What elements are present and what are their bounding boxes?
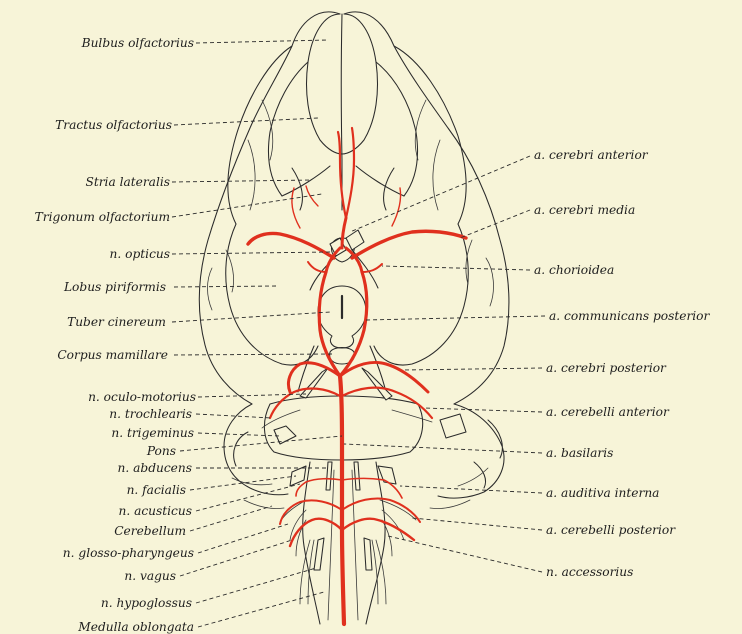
label-a-auditiva-interna: a. auditiva interna [546,486,659,500]
label-n-accessorius: n. accessorius [546,565,633,579]
anterior-cerebral-right-branch [346,128,354,218]
label-n-acusticus: n. acusticus [118,504,192,518]
label-a-cerebri-anterior: a. cerebri anterior [534,148,649,162]
left-hypoglossal-nerve [314,538,324,570]
left-olfactory-bulb [307,14,343,154]
leader-a-cerebelli-anterior [424,408,542,412]
right-hemisphere-outline [344,12,509,404]
leader-bulbus-olfactorius [196,40,328,43]
leader-pons [180,436,342,451]
leader-corpus-mamillare [174,354,332,355]
right-olfactory-tract [376,62,418,196]
left-accessory-nerve [300,540,314,604]
right-oculomotor-nerve [362,368,392,400]
right-abducens-nerve [354,462,360,490]
leader-a-cerebri-posterior [404,368,542,370]
right-frontal-lobe [394,46,466,224]
right-choroidal [362,264,382,272]
leader-a-cerebri-media [460,210,530,238]
leader-n-facialis [190,476,296,490]
leader-trigonum-olfactorium [172,194,322,217]
label-corpus-mamillare: Corpus mamillare [57,348,168,362]
label-n-trochlearis: n. trochlearis [109,407,192,421]
arteries [248,128,466,624]
left-internal-auditory [296,479,342,496]
leader-n-vagus [180,540,292,576]
leader-n-trochlearis [196,414,272,418]
right-trigonum [356,166,404,210]
label-a-cerebri-media: a. cerebri media [534,203,635,217]
left-hemisphere-outline [199,12,340,404]
label-lobus-piriformis: Lobus piriformis [63,280,166,294]
label-n-opticus: n. opticus [110,247,170,261]
label-cerebellum: Cerebellum [114,524,186,538]
leader-lobus-piriformis [174,286,276,287]
left-gyrus-lines [248,100,273,210]
leader-cerebellum [190,506,272,531]
label-a-chorioidea: a. chorioidea [534,263,614,277]
leader-lines [172,40,545,627]
hypothalamus-region [298,230,386,392]
leader-n-hypoglossus [196,568,316,603]
right-optic-nerve [346,230,364,250]
label-a-cerebelli-anterior: a. cerebelli anterior [546,405,670,419]
right-middle-cerebral [352,231,466,258]
leader-a-cerebelli-posterior [412,518,542,530]
label-tuber-cinereum: Tuber cinereum [67,315,166,329]
left-olfactory-artery [292,188,300,228]
right-piriform-lobe [374,224,468,365]
left-frontal-lobe [228,46,292,224]
label-tractus-olfactorius: Tractus olfactorius [55,118,172,132]
left-trochlear-nerve [262,410,300,428]
leader-tuber-cinereum [172,312,330,322]
label-a-cerebelli-posterior: a. cerebelli posterior [546,523,676,537]
right-gyrus-lines [415,100,440,210]
left-olfactory-tract [269,62,309,196]
right-hypoglossal-nerve [364,538,372,570]
right-olfactory-bulb [342,14,378,154]
left-striate-branch [306,186,318,206]
label-n-facialis: n. facialis [127,483,186,497]
brain-outline [199,12,509,404]
label-stria-lateralis: Stria lateralis [85,175,170,189]
leader-a-basilaris [344,444,542,453]
label-bulbus-olfactorius: Bulbus olfactorius [81,36,194,50]
leader-n-glosso-pharyngeus [198,524,288,553]
label-n-trigeminus: n. trigeminus [111,426,194,440]
left-piriform-lobe [226,224,318,365]
label-a-basilaris: a. basilaris [546,446,613,460]
left-middle-cerebral [248,233,334,258]
leader-n-trigeminus [198,433,280,436]
label-pons: Pons [146,444,176,458]
left-rhinal-sulcus [208,250,234,310]
leader-a-communicans-posterior [366,316,545,320]
label-n-hypoglossus: n. hypoglossus [101,596,192,610]
label-medulla-oblongata: Medulla oblongata [77,620,194,634]
label-a-communicans-posterior: a. communicans posterior [549,309,711,323]
leader-tractus-olfactorius [174,118,318,125]
leader-a-chorioidea [382,266,530,270]
leader-a-auditiva-interna [400,486,542,493]
left-abducens-nerve [326,462,332,490]
label-n-glosso-pharyngeus: n. glosso-pharyngeus [63,546,194,560]
right-rhinal-sulcus [466,240,494,306]
anterior-cerebral-trunk [342,218,346,248]
left-choroidal [308,262,326,272]
leader-n-accessorius [388,536,542,572]
label-n-vagus: n. vagus [124,569,176,583]
label-a-cerebri-posterior: a. cerebri posterior [546,361,667,375]
leader-n-acusticus [196,484,300,511]
label-n-oculo-motorius: n. oculo-motorius [88,390,196,404]
basilar-artery [340,376,344,624]
left-labels: Bulbus olfactorius Tractus olfactorius S… [35,36,196,634]
label-trigonum-olfactorium: Trigonum olfactorium [35,210,170,224]
label-n-abducens: n. abducens [118,461,192,475]
leader-stria-lateralis [172,180,312,182]
right-labels: a. cerebri anterior a. cerebri media a. … [534,148,711,579]
leader-n-opticus [172,252,330,254]
right-trigeminal-nerve [440,414,466,438]
